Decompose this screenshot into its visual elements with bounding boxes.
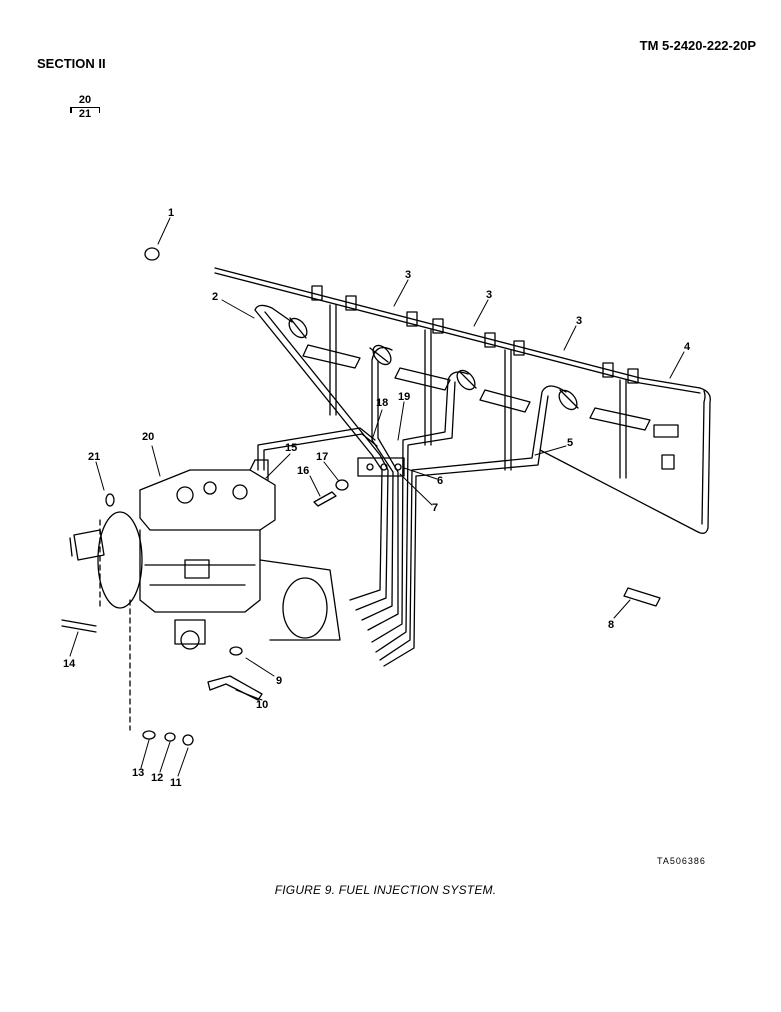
callout-7: 7 — [432, 502, 438, 514]
callout-3a: 3 — [405, 269, 411, 281]
callout-8: 8 — [608, 619, 614, 631]
injectors — [302, 304, 679, 479]
figure-reference: 20 21 — [70, 94, 100, 121]
callout-15: 15 — [285, 442, 297, 454]
callout-3c: 3 — [576, 315, 582, 327]
loose-parts — [61, 247, 661, 746]
callout-10: 10 — [256, 699, 268, 711]
callout-17: 17 — [316, 451, 328, 463]
callout-5: 5 — [567, 437, 573, 449]
figure-caption-text: FIGURE 9. FUEL INJECTION SYSTEM. — [274, 883, 497, 897]
line-clamp — [357, 457, 405, 477]
callout-13: 13 — [132, 767, 144, 779]
callout-4: 4 — [684, 341, 691, 353]
callout-18: 18 — [376, 397, 388, 409]
section-title: SECTION II — [37, 56, 106, 71]
callout-1: 1 — [168, 207, 174, 219]
figure-ref-top: 20 — [78, 94, 92, 106]
callout-11: 11 — [170, 777, 182, 789]
figure-caption: FIGURE 9. FUEL INJECTION SYSTEM. — [0, 883, 781, 897]
tm-number: TM 5-2420-222-20P — [639, 38, 756, 53]
callout-9: 9 — [276, 675, 282, 687]
callout-16: 16 — [297, 465, 309, 477]
return-line — [214, 267, 711, 534]
assembly-guide-lines — [99, 519, 131, 731]
callout-14: 14 — [63, 658, 76, 670]
callout-2: 2 — [212, 291, 218, 303]
callout-3b: 3 — [486, 289, 492, 301]
leader-lines — [69, 217, 685, 777]
callout-20: 20 — [142, 431, 154, 443]
callout-19: 19 — [398, 391, 410, 403]
drawing-code: TA506386 — [657, 856, 706, 866]
figure-ref-bottom: 21 — [70, 107, 100, 121]
callout-6: 6 — [437, 475, 443, 487]
injection-lines — [254, 304, 579, 667]
callout-12: 12 — [151, 772, 163, 784]
overflow-line — [257, 427, 378, 471]
callout-21: 21 — [88, 451, 100, 463]
return-fittings — [311, 285, 639, 384]
injection-pump — [69, 459, 341, 650]
callout-numbers: 1 2 3 3 3 4 5 6 7 8 9 10 11 12 13 14 15 … — [63, 207, 691, 789]
